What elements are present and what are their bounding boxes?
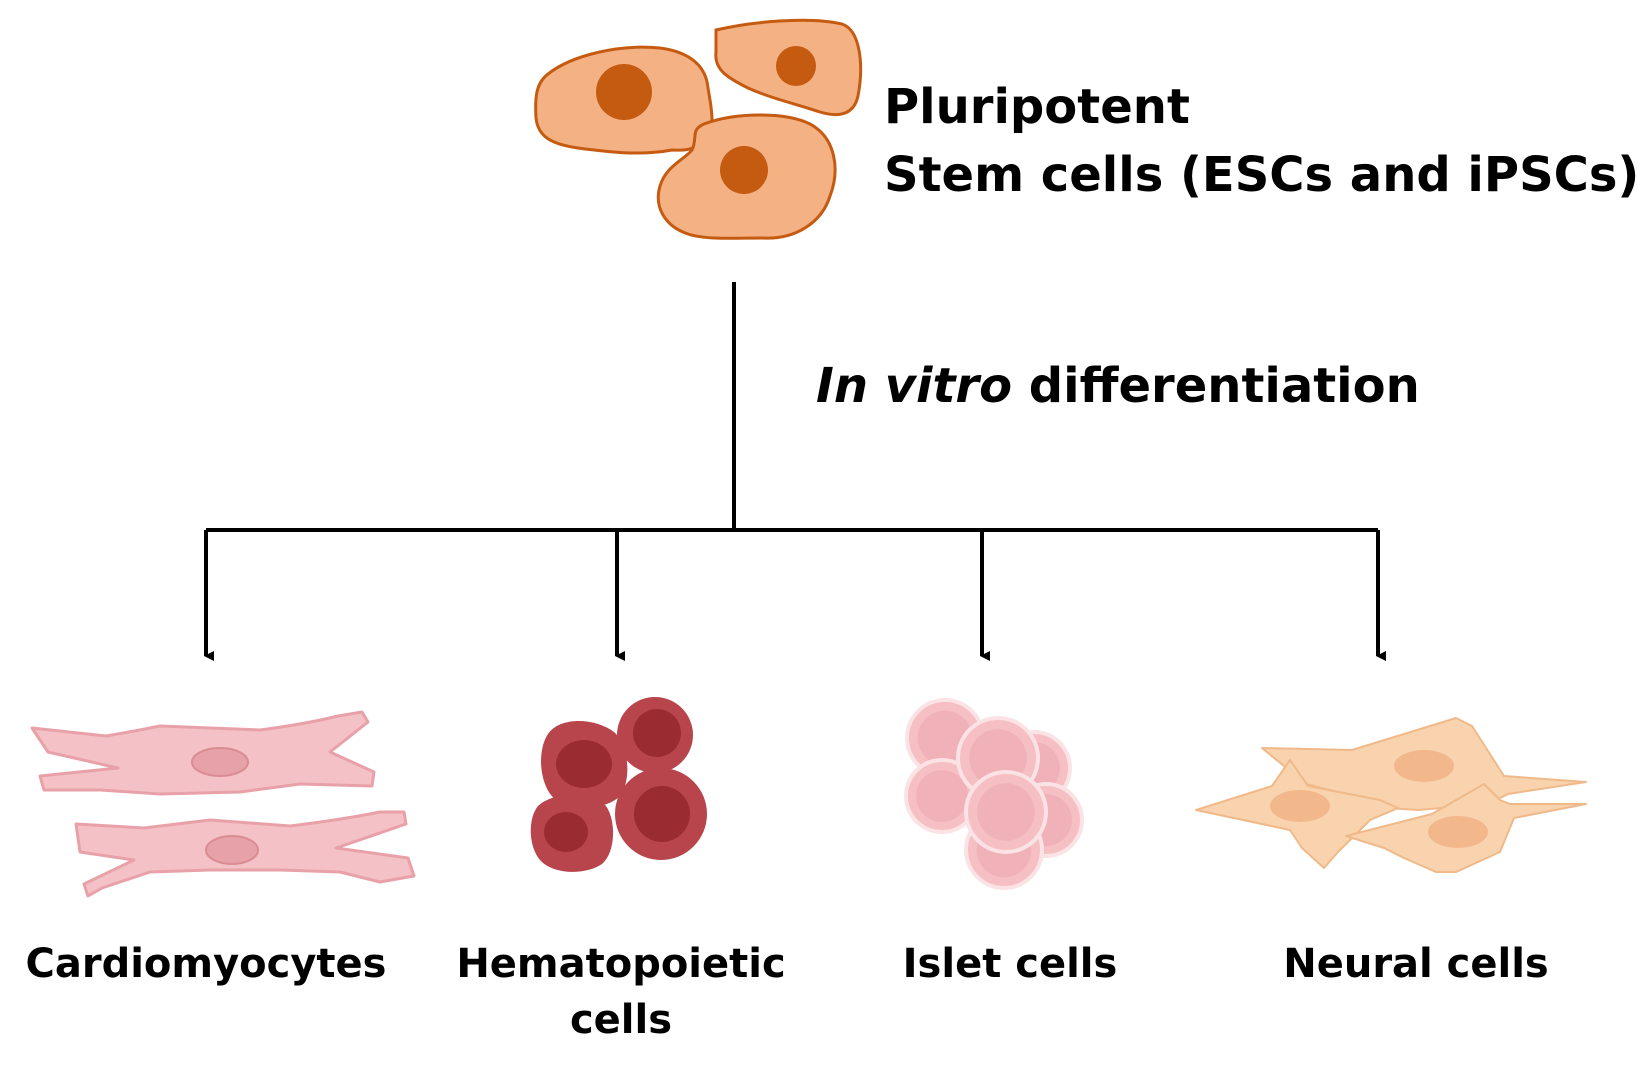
stem-cell-1-nucleus [596, 64, 652, 120]
hema-cell-2-nucleus [633, 709, 681, 757]
hema-cell-3-nucleus [544, 812, 588, 852]
neural-cell-3-nucleus [1428, 816, 1488, 848]
cardiomyocyte-2-nucleus [205, 835, 259, 865]
hema-cell-4-nucleus [634, 786, 690, 842]
neural-cells-illustration [1195, 717, 1587, 873]
differentiation-connectors [204, 282, 1386, 661]
target-label-cardiomyocytes: Cardiomyocytes [25, 941, 387, 987]
neural-cell-1-nucleus [1394, 750, 1454, 782]
islet-cell-7-inner [977, 783, 1035, 841]
hematopoietic-cells-illustration [530, 697, 707, 872]
stem-cell-2-nucleus [776, 46, 816, 86]
stem-cell-3-nucleus [720, 146, 768, 194]
source-title-line-1: Pluripotent [884, 79, 1190, 135]
source-title-line-2: Stem cells (ESCs and iPSCs) [884, 147, 1640, 203]
pluripotent-stem-cells-illustration [534, 18, 863, 240]
target-label-islet: Islet cells [902, 941, 1118, 987]
process-label-italic: In vitro [816, 358, 1013, 414]
target-label-neural: Neural cells [1283, 941, 1549, 987]
cardiomyocyte-1-nucleus [191, 747, 249, 777]
hema-cell-1-nucleus [556, 740, 612, 788]
process-label-rest: differentiation [1012, 358, 1420, 414]
target-label-hematopoietic-line-1: Hematopoietic [456, 941, 786, 987]
neural-cell-2-nucleus [1270, 790, 1330, 822]
cardiomyocytes-illustration [30, 710, 416, 898]
islet-cell-4-inner [916, 770, 968, 822]
process-label: In vitro differentiation [816, 356, 1420, 416]
islet-cells-illustration [904, 698, 1084, 890]
target-label-hematopoietic-line-2: cells [569, 997, 673, 1043]
